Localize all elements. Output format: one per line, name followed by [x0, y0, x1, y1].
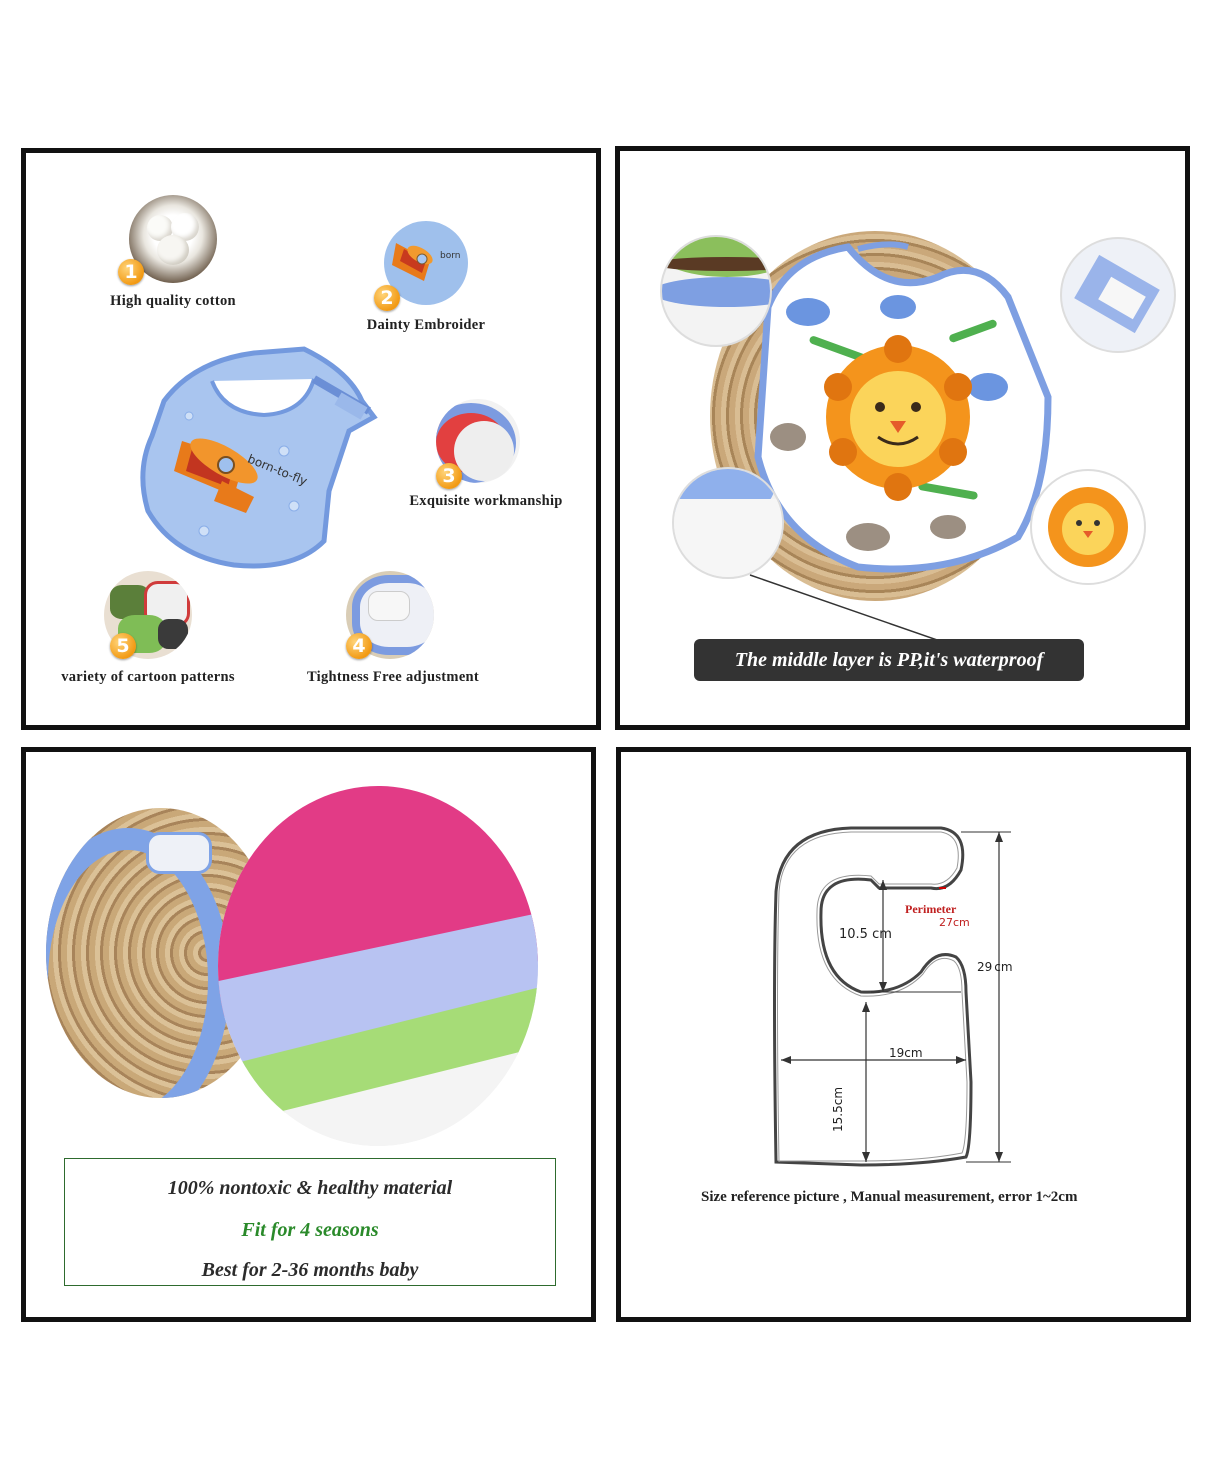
feature-label: High quality cotton [110, 293, 236, 309]
width-label: 19cm [889, 1046, 923, 1060]
feature-adjustment: 4 Tightness Free adjustment [288, 571, 498, 686]
number-badge: 5 [110, 633, 136, 659]
embroider-text: born [440, 251, 461, 261]
feature-workmanship: 3 Exquisite workmanship [386, 399, 586, 510]
airplane-embroidery [174, 438, 258, 513]
material-line-2: Fit for 4 seasons [241, 1219, 379, 1241]
zoom-circle-layer [672, 467, 784, 579]
number-badge: 3 [436, 463, 462, 489]
total-height-unit: cm [994, 960, 1013, 974]
size-diagram [773, 826, 1011, 1167]
neck-height-value: 10.5 [839, 927, 868, 942]
number-badge: 1 [118, 259, 144, 285]
waterproof-panel: The middle layer is PP,it's waterproof [615, 146, 1190, 730]
total-height-value: 29 [977, 960, 993, 974]
lion-bib-image [748, 237, 1068, 577]
feature-embroider: born 2 Dainty Embroider [346, 221, 506, 334]
feature-cotton: 1 High quality cotton [98, 195, 248, 310]
perimeter-value: 27cm [939, 916, 970, 929]
perimeter-label: Perimeter [905, 902, 957, 916]
fabric-layers-image [218, 786, 538, 1146]
feature-label: Dainty Embroider [366, 317, 486, 333]
feature-label: Tightness Free adjustment [306, 669, 480, 685]
material-info-box: 100% nontoxic & healthy material Fit for… [64, 1158, 556, 1286]
number-badge: 2 [374, 285, 400, 311]
feature-label: Exquisite workmanship [409, 493, 563, 509]
zoom-circle-lion [1030, 469, 1146, 585]
features-panel: 1 High quality cotton born 2 Dainty Embr… [21, 148, 601, 730]
number-badge: 4 [346, 633, 372, 659]
feature-label: variety of cartoon patterns [61, 669, 235, 685]
neck-height-label: 10.5 cm [839, 927, 892, 942]
feature-cartoon-patterns: 5 variety of cartoon patterns [48, 571, 248, 686]
material-panel: 100% nontoxic & healthy material Fit for… [21, 747, 596, 1322]
lower-height-label: 15.5cm [831, 1086, 845, 1132]
waterproof-banner: The middle layer is PP,it's waterproof [694, 639, 1084, 681]
material-line-3: Best for 2-36 months baby [201, 1259, 419, 1281]
size-caption: Size reference picture , Manual measurem… [701, 1189, 1078, 1205]
pointer-line [749, 574, 941, 642]
neck-height-unit: cm [872, 927, 892, 942]
bib-product-image: born-to-fly [134, 341, 384, 591]
material-line-1: 100% nontoxic & healthy material [167, 1177, 453, 1199]
zoom-circle-strap [1060, 237, 1176, 353]
zoom-circle-trim [660, 235, 772, 347]
